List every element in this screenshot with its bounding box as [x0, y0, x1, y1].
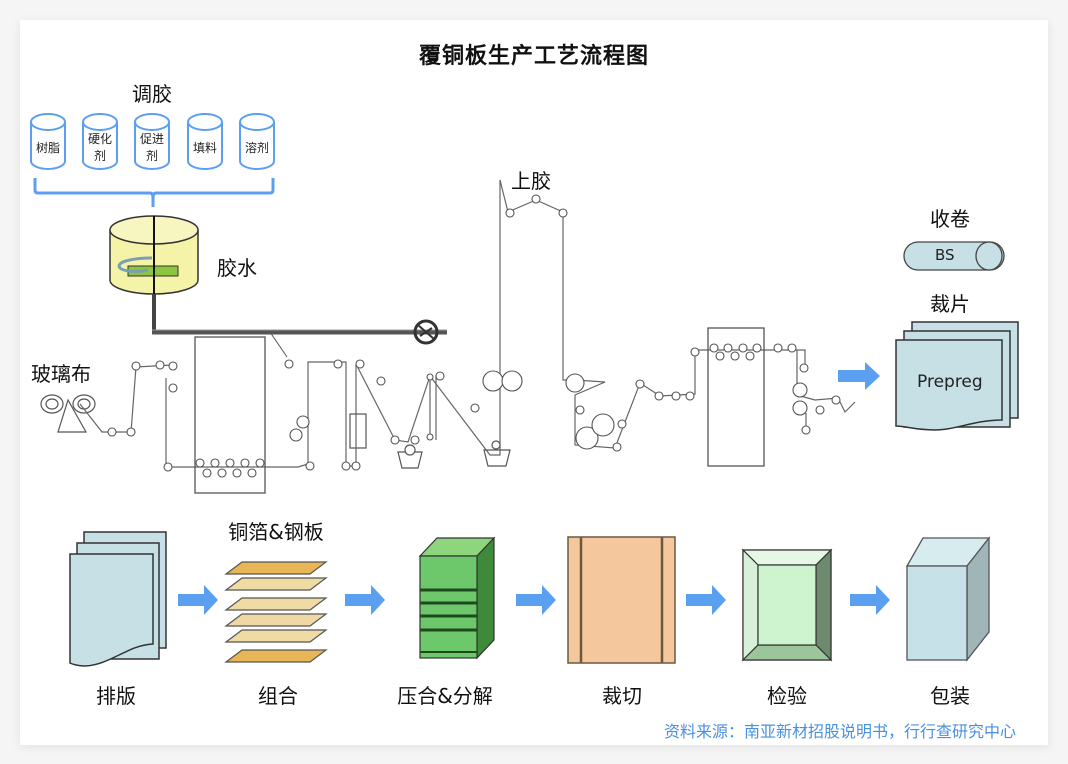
- inspected-board-icon: [741, 548, 833, 662]
- pressed-stack-icon: [418, 536, 496, 660]
- ingredient-label-hardener: 硬化剂: [87, 132, 112, 163]
- glass-cloth-label: 玻璃布: [31, 362, 91, 386]
- source-note: 资料来源：南亚新材招股说明书，行行查研究中心: [663, 722, 1016, 741]
- mixing-label: 调胶: [132, 82, 172, 106]
- resin-dip-pan-1: [397, 444, 423, 469]
- arrow-step-1-icon: [178, 585, 218, 615]
- arrow-step-3-icon: [516, 585, 556, 615]
- cutting-sheet-label: 裁片: [930, 292, 970, 316]
- ingredient-label-accelerator: 促进剂: [139, 132, 164, 163]
- tension-box: [349, 413, 367, 449]
- copper-plates-icon: [224, 561, 328, 663]
- ingredient-can-1: [30, 113, 66, 170]
- ingredient-can-4: [187, 113, 223, 170]
- arrow-step-2-icon: [345, 585, 385, 615]
- step-combine-top-label: 铜箔&钢板: [228, 520, 324, 544]
- ingredient-can-2: [82, 113, 118, 170]
- ingredient-label-filler: 填料: [192, 141, 217, 155]
- step-combine-label: 组合: [258, 684, 298, 708]
- ingredient-label-solvent: 溶剂: [244, 141, 269, 155]
- ingredient-label-resin: 树脂: [35, 141, 60, 155]
- diagram-title: 覆铜板生产工艺流程图: [418, 44, 649, 69]
- treater-web-path: [79, 179, 856, 468]
- glass-cloth-roll-icon: [40, 394, 96, 433]
- winding-roll-icon: [903, 241, 1005, 271]
- ingredient-can-5: [239, 113, 275, 170]
- valve-wheel-icon: [413, 319, 439, 345]
- arrow-to-prepreg-icon: [838, 362, 880, 390]
- layup-sheets-icon: [69, 531, 167, 667]
- arrow-step-5-icon: [850, 585, 890, 615]
- ingredients-bracket: [33, 178, 275, 207]
- rollers: [107, 194, 841, 478]
- glue-pipe: [152, 294, 447, 358]
- glue-tank-icon: [109, 215, 199, 295]
- oven-2: [707, 327, 765, 467]
- step-inspect-label: 检验: [767, 684, 807, 708]
- cut-board-icon: [567, 536, 676, 664]
- winding-label: 收卷: [930, 207, 970, 231]
- prepreg-text: Prepreg: [917, 372, 983, 392]
- package-box-icon: [905, 536, 991, 662]
- step-layup-label: 排版: [96, 684, 136, 708]
- prepreg-sheets-icon: [895, 321, 1019, 431]
- step-cut-label: 裁切: [602, 684, 642, 708]
- winding-roll-text: BS: [935, 246, 955, 264]
- oven-1: [194, 336, 266, 494]
- step-press-label: 压合&分解: [397, 684, 493, 708]
- ingredient-can-3: [134, 113, 170, 170]
- step-pack-label: 包装: [930, 684, 970, 708]
- resin-dip-pan-2: [483, 440, 511, 467]
- glue-tank-label: 胶水: [217, 256, 257, 280]
- arrow-step-4-icon: [686, 585, 726, 615]
- gluing-label: 上胶: [511, 169, 551, 193]
